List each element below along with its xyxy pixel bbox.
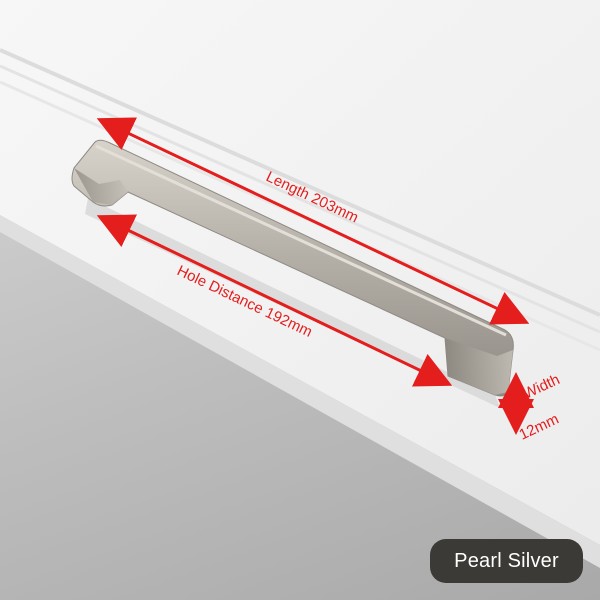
handle-right-post: [445, 338, 513, 395]
hole-distance-arrow-icon: [96, 214, 453, 387]
finish-badge: Pearl Silver: [430, 539, 583, 583]
